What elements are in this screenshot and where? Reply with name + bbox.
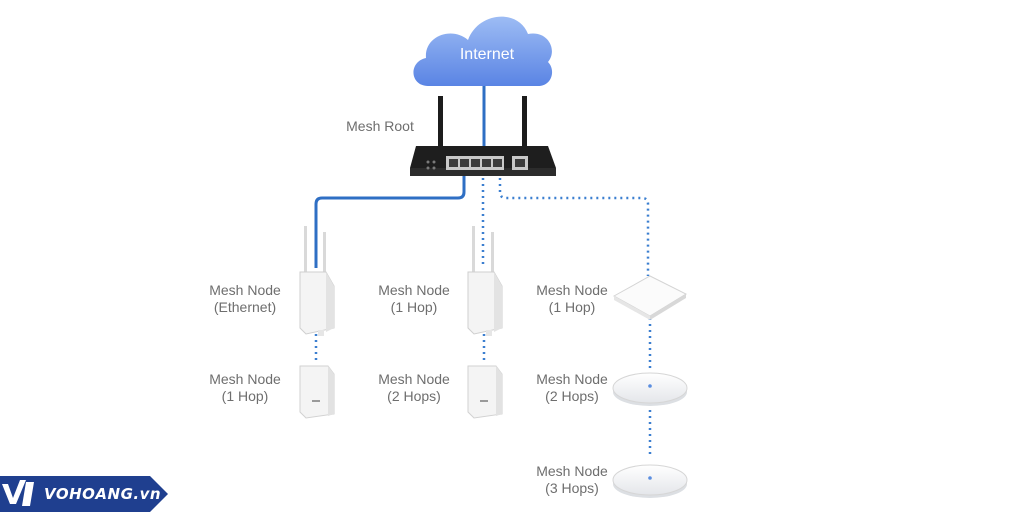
node-label-mid-1hop: Mesh Node (1 Hop) [349,282,479,316]
node-label-right-3hops: Mesh Node (3 Hops) [507,463,637,497]
node-label-line1: Mesh Node [536,282,608,298]
node-label-line2: (1 Hop) [221,388,269,404]
vohoang-logo-text: VOHOANG.vn [44,485,162,503]
wireless-links [314,178,652,456]
internet-label: Internet [459,46,515,63]
node-label-line1: Mesh Node [378,282,450,298]
node-label-line2: (2 Hops) [387,388,441,404]
node-label-left-1hop: Mesh Node (1 Hop) [180,371,310,405]
round-ceiling-ap-icon [612,464,688,498]
node-label-line1: Mesh Node [378,371,450,387]
node-label-right-2hops: Mesh Node (2 Hops) [507,371,637,405]
node-label-line2: (3 Hops) [545,480,599,496]
node-label-line1: Mesh Node [536,463,608,479]
node-label-line1: Mesh Node [209,371,281,387]
node-label-line2: (1 Hop) [390,299,438,315]
node-label-line1: Mesh Node [536,371,608,387]
outdoor-ap-icon [467,226,503,336]
plug-extender-icon [299,365,335,419]
node-label-line2: (2 Hops) [545,388,599,404]
wired-link-ethernet [314,176,466,268]
internet-cloud-icon [413,16,553,86]
mesh-root-router-icon [410,96,556,176]
node-label-right-1hop: Mesh Node (1 Hop) [507,282,637,316]
square-ceiling-ap-icon [612,275,688,320]
outdoor-ap-icon [299,226,335,336]
vohoang-logo [0,476,168,512]
plug-extender-icon [467,365,503,419]
round-ceiling-ap-icon [612,372,688,406]
mesh-root-label: Mesh Root [346,118,414,134]
node-label-mid-2hops: Mesh Node (2 Hops) [349,371,479,405]
node-label-ethernet: Mesh Node (Ethernet) [180,282,310,316]
node-label-line2: (Ethernet) [213,299,277,315]
node-label-line2: (1 Hop) [548,299,596,315]
node-label-line1: Mesh Node [209,282,281,298]
